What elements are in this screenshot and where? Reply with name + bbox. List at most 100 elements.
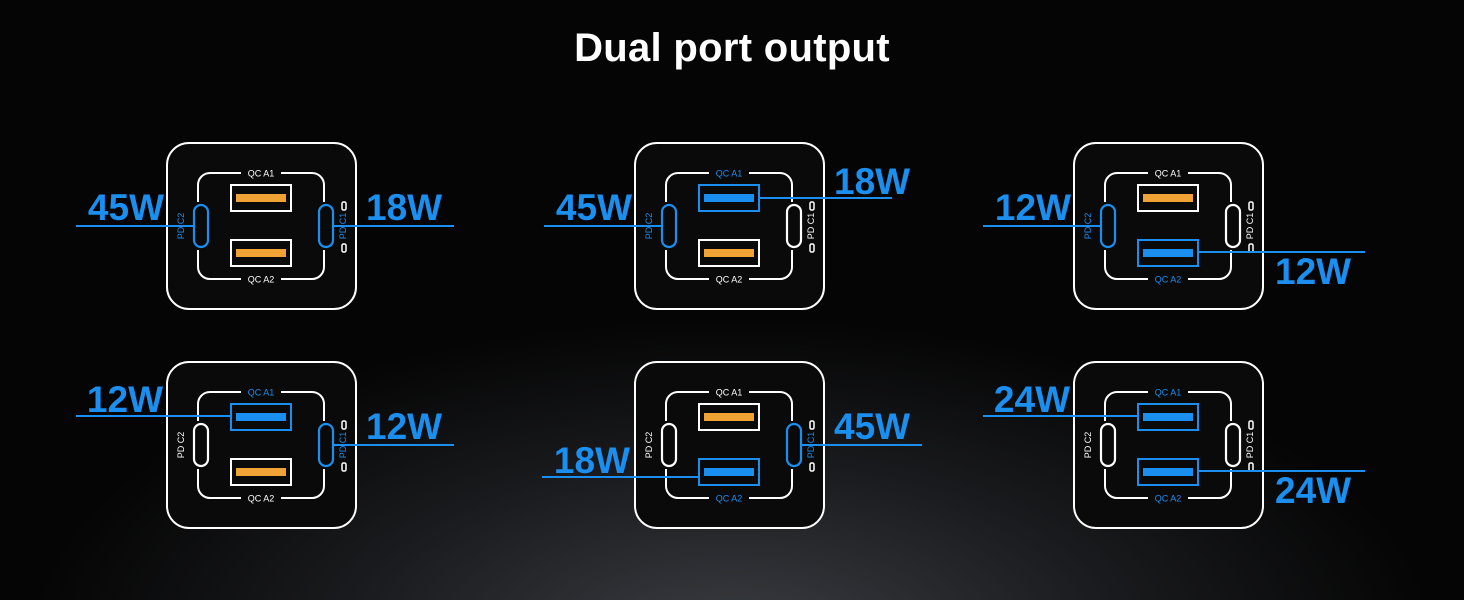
- usb-a-contact: [236, 468, 286, 476]
- usb-a-port-a2: [698, 239, 760, 267]
- port-gap: [660, 202, 678, 250]
- usb-c-port-c2: [192, 203, 210, 249]
- label-gap: [709, 274, 749, 284]
- port-label-a2: QC A2: [248, 275, 275, 285]
- usb-c-port-c1: [785, 203, 803, 249]
- port-gap: [1099, 202, 1117, 250]
- output-wattage-label: 12W: [366, 406, 442, 447]
- port-label-a2: QC A2: [716, 494, 743, 504]
- port-label-c2: PD C2: [176, 432, 186, 459]
- charger: QC A1 QC A2 PD C2 PD C1 24W 24W: [983, 361, 1365, 529]
- usb-a-contact: [704, 194, 754, 202]
- side-notch: [809, 420, 815, 430]
- output-wattage-label: 45W: [88, 187, 164, 228]
- port-label-c1: PD C1: [1245, 432, 1255, 459]
- port-gap: [317, 202, 335, 250]
- usb-a-port-a2: [230, 458, 292, 486]
- side-notch: [1248, 201, 1254, 211]
- label-gap: [1148, 274, 1188, 284]
- usb-a-contact: [236, 194, 286, 202]
- usb-a-contact: [704, 468, 754, 476]
- port-label-a1: QC A1: [716, 169, 743, 179]
- side-notch: [341, 243, 347, 253]
- port-label-a1: QC A1: [716, 388, 743, 398]
- side-notch: [341, 420, 347, 430]
- output-wattage-label: 12W: [995, 187, 1071, 228]
- usb-a-contact: [1143, 413, 1193, 421]
- usb-a-port-a1: [230, 184, 292, 212]
- usb-c-port-c2: [660, 203, 678, 249]
- usb-a-contact: [704, 249, 754, 257]
- port-label-a2: QC A2: [248, 494, 275, 504]
- port-label-a1: QC A1: [248, 169, 275, 179]
- side-notch: [809, 462, 815, 472]
- label-gap: [1148, 387, 1188, 397]
- usb-c-port-c2: [192, 422, 210, 468]
- usb-a-contact: [704, 413, 754, 421]
- output-wattage-label: 45W: [556, 187, 632, 228]
- side-notch: [341, 462, 347, 472]
- usb-c-port-c1: [785, 422, 803, 468]
- port-label-c2: PD C2: [1083, 432, 1093, 459]
- output-wattage-label: 24W: [994, 379, 1070, 420]
- port-gap: [192, 202, 210, 250]
- usb-a-contact: [236, 413, 286, 421]
- page-title: Dual port output: [574, 26, 890, 70]
- side-notch: [1248, 420, 1254, 430]
- port-label-a1: QC A1: [1155, 388, 1182, 398]
- port-label-a1: QC A1: [1155, 169, 1182, 179]
- port-label-a2: QC A2: [1155, 275, 1182, 285]
- port-gap: [192, 421, 210, 469]
- side-notch: [809, 201, 815, 211]
- usb-c-port-c1: [317, 422, 335, 468]
- output-wattage-label: 45W: [834, 406, 910, 447]
- usb-c-port-c1: [1224, 203, 1242, 249]
- label-gap: [1148, 168, 1188, 178]
- usb-c-port-c2: [660, 422, 678, 468]
- port-gap: [317, 421, 335, 469]
- output-wattage-label: 24W: [1275, 470, 1351, 511]
- usb-a-contact: [1143, 468, 1193, 476]
- usb-c-port-c1: [317, 203, 335, 249]
- label-gap: [241, 387, 281, 397]
- side-notch: [341, 201, 347, 211]
- port-gap: [1224, 202, 1242, 250]
- output-wattage-label: 12W: [87, 379, 163, 420]
- port-gap: [785, 202, 803, 250]
- usb-a-contact: [236, 249, 286, 257]
- output-wattage-label: 18W: [834, 161, 910, 202]
- output-wattage-label: 18W: [366, 187, 442, 228]
- port-gap: [785, 421, 803, 469]
- output-wattage-label: 12W: [1275, 251, 1351, 292]
- label-gap: [241, 493, 281, 503]
- side-notch: [809, 243, 815, 253]
- usb-c-port-c1: [1224, 422, 1242, 468]
- usb-a-port-a2: [230, 239, 292, 267]
- usb-c-port-c2: [1099, 203, 1117, 249]
- usb-a-port-a1: [698, 403, 760, 431]
- port-label-c2: PD C2: [644, 432, 654, 459]
- label-gap: [1148, 493, 1188, 503]
- label-gap: [241, 274, 281, 284]
- usb-a-contact: [1143, 249, 1193, 257]
- label-gap: [709, 168, 749, 178]
- port-label-c1: PD C1: [1245, 213, 1255, 240]
- usb-a-contact: [1143, 194, 1193, 202]
- port-label-a1: QC A1: [248, 388, 275, 398]
- usb-a-port-a1: [1137, 184, 1199, 212]
- output-wattage-label: 18W: [554, 440, 630, 481]
- label-gap: [709, 387, 749, 397]
- charger-body: [1073, 361, 1264, 529]
- label-gap: [709, 493, 749, 503]
- port-gap: [1099, 421, 1117, 469]
- label-gap: [241, 168, 281, 178]
- port-label-a2: QC A2: [1155, 494, 1182, 504]
- port-gap: [1224, 421, 1242, 469]
- usb-a-port-a2: [698, 458, 760, 486]
